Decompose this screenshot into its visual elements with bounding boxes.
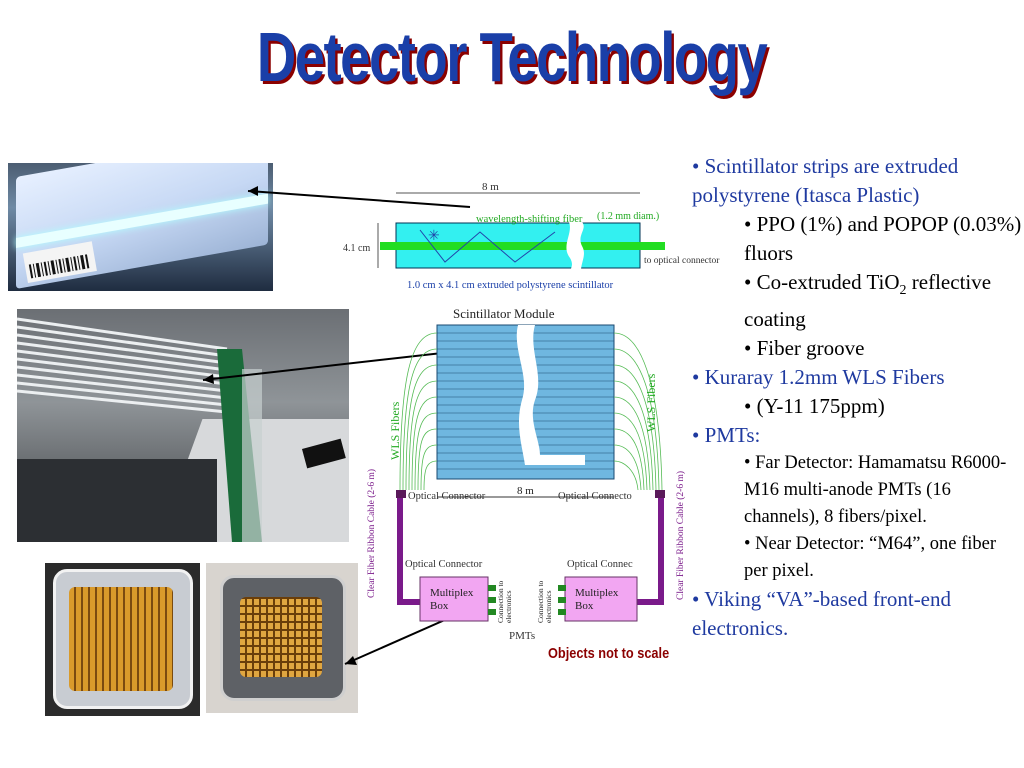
optical-connector-right [655, 490, 665, 498]
strip-width-label: 4.1 cm [343, 243, 370, 254]
bullet-pmts: • PMTs: [692, 423, 761, 448]
pmt-block-icon [558, 585, 566, 591]
strip-length-label: 8 m [482, 181, 499, 193]
bullet-scintillator: • Scintillator strips are extruded polys… [692, 154, 959, 207]
fiber-diameter-label: (1.2 mm diam.) [597, 211, 659, 222]
optical-connector-left-label: Optical Connector [408, 491, 486, 502]
module-length-label: 8 m [517, 485, 534, 497]
optical-connector-lower-left-label: Optical Connector [405, 559, 483, 570]
mux-right-line2: Box [575, 600, 594, 612]
pmt-block-icon [488, 609, 496, 615]
module-break-mark [516, 325, 585, 465]
wls-fibers-left-label: WLS Fibers [388, 401, 402, 460]
strip-break-mark [566, 220, 584, 275]
clear-fiber-left-label: Clear Fiber Ribbon Cable (2-6 m) [366, 469, 377, 598]
optical-connector-left [396, 490, 406, 498]
wls-fibers-right-label: WLS Fibers [644, 373, 658, 432]
bullet-wls: • Kuraray 1.2mm WLS Fibers [692, 365, 945, 390]
bullet-list: • Scintillator strips are extruded polys… [692, 152, 1022, 643]
pmt-block-icon [488, 585, 496, 591]
pmt-m64-photo [206, 563, 358, 713]
pmt-block-icon [558, 609, 566, 615]
bullet-electronics: • Viking “VA”-based front-end electronic… [692, 587, 952, 641]
wls-fibers-right [613, 332, 663, 491]
clear-fiber-cable-left [397, 498, 420, 605]
clear-fiber-cable-right [637, 498, 664, 605]
arrowhead-module-icon [203, 374, 214, 384]
conn-right-line1: Connection to [536, 580, 545, 623]
clear-fiber-right-label: Clear Fiber Ribbon Cable (2-6 m) [675, 471, 686, 600]
pmt-anode-grid [69, 587, 173, 691]
pmt-anode-grid [240, 597, 322, 677]
optical-connector-note: to optical connector [644, 256, 720, 266]
bullet-y11: • (Y-11 175ppm) [744, 394, 885, 419]
mux-left-line2: Box [430, 600, 449, 612]
optical-connector-right-label: Optical Connecto [558, 491, 632, 502]
conn-left-line1: Connection to [496, 580, 505, 623]
wls-fiber [380, 242, 665, 250]
arrowhead-strip-icon [248, 186, 258, 196]
conn-right-line2: electronics [544, 590, 553, 623]
pmt-block-icon [488, 597, 496, 603]
mux-left-line1: Multiplex [430, 587, 474, 599]
bullet-near-detector: • Near Detector: “M64”, one fiber per pi… [744, 534, 996, 582]
conn-left-line2: electronics [504, 590, 513, 623]
module-assembly-photo [17, 309, 349, 542]
optical-connector-lower-right-label: Optical Connec [567, 559, 633, 570]
bullet-groove: • Fiber groove [744, 336, 865, 361]
scale-note: Objects not to scale [548, 645, 670, 662]
scintillation-star-icon: ✳ [428, 229, 440, 244]
wls-fiber-label: wavelength-shifting fiber [476, 214, 583, 225]
bullet-coating: • Co-extruded TiO2 reflective coating [744, 270, 992, 332]
module-title: Scintillator Module [453, 306, 555, 321]
module-diagram: Scintillator Module [366, 306, 686, 642]
page-title: Detector Technology [256, 18, 768, 96]
bullet-fluors: • PPO (1%) and POPOP (0.03%) fluors [744, 212, 1022, 265]
multiplex-box-left [419, 576, 489, 622]
multiplex-box-right [564, 576, 638, 622]
strip-caption: 1.0 cm x 4.1 cm extruded polystyrene sci… [407, 280, 614, 291]
barcode-label [22, 241, 97, 283]
arrow-strip [247, 190, 471, 208]
bullet-far-detector: • Far Detector: Hamamatsu R6000-M16 mult… [744, 453, 1007, 528]
pmt-m16-photo [45, 563, 200, 716]
pmts-label: PMTs [509, 630, 535, 642]
pmt-block-icon [558, 597, 566, 603]
arrowhead-pmt-icon [345, 656, 357, 665]
light-path [419, 229, 556, 263]
mux-right-line1: Multiplex [575, 587, 619, 599]
wls-fibers-left [399, 332, 438, 491]
module-strips-drawing [17, 317, 346, 542]
scintillator-strip-photo [8, 163, 273, 291]
strip-diagram: 8 m ✳ wavelength-shifting fiber (1.2 mm … [343, 181, 720, 291]
